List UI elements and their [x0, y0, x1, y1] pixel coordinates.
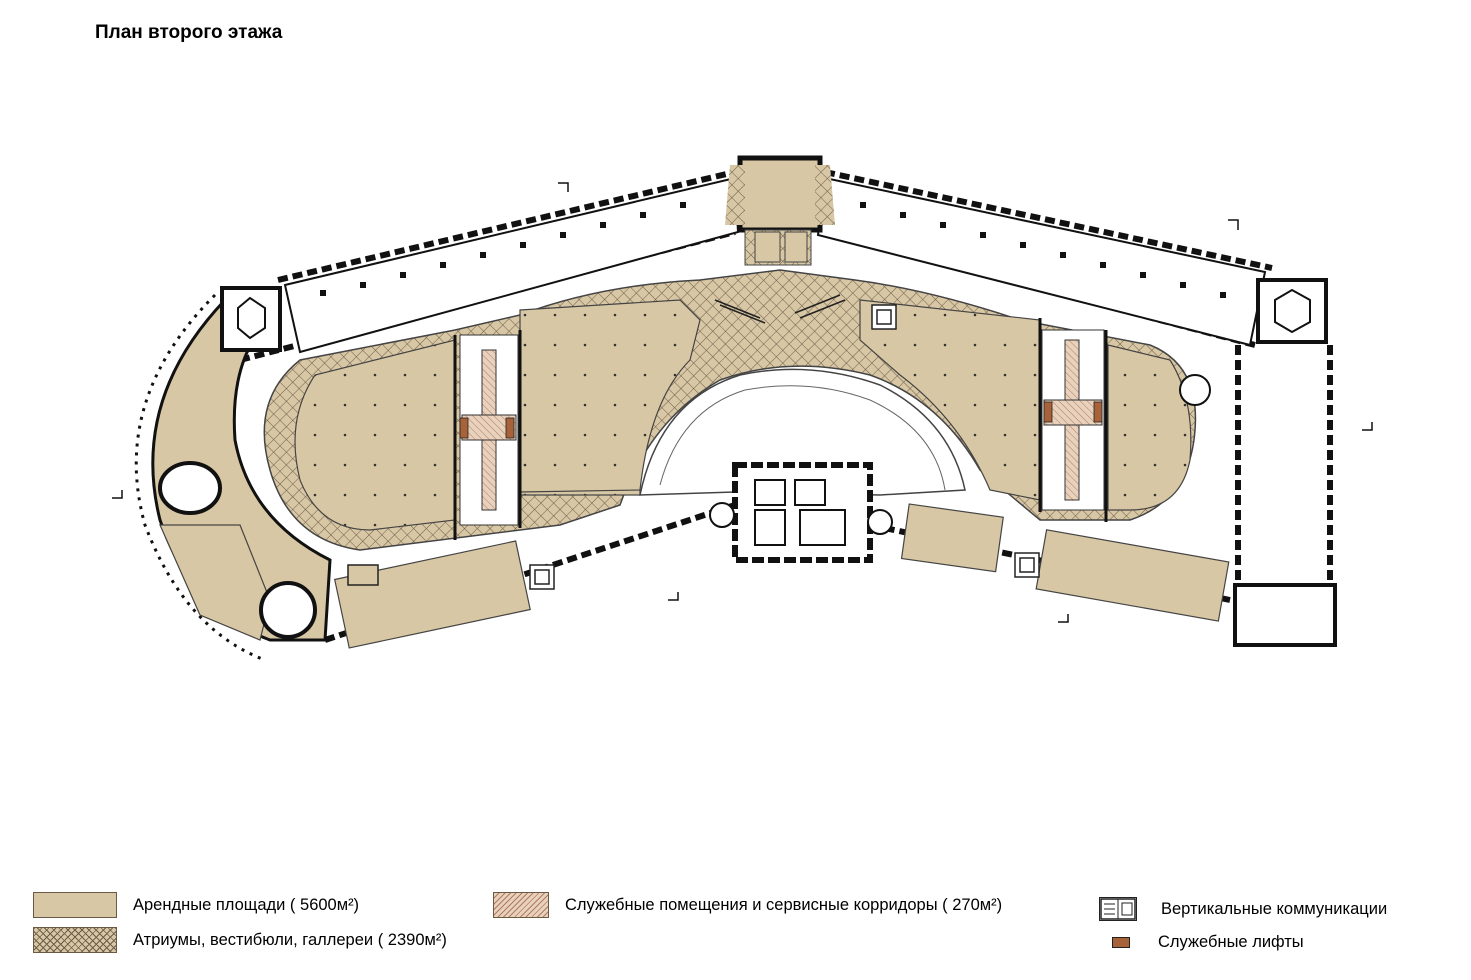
inner-courtyard	[639, 368, 966, 496]
legend-lifts-label: Служебные лифты	[1158, 933, 1304, 951]
legend-lifts: Служебные лифты	[1112, 933, 1304, 952]
atrium-swatch	[33, 927, 117, 953]
lift-swatch	[1112, 937, 1130, 948]
service-swatch	[493, 892, 549, 918]
core-walls	[453, 318, 1108, 540]
vertical-communications	[347, 304, 1040, 590]
rental-swatch	[33, 892, 117, 918]
vertical-comm-icon	[1099, 897, 1137, 921]
legend-vertical: Вертикальные коммуникации	[1099, 897, 1387, 921]
floor-plan	[112, 155, 1373, 662]
legend-rental-label: Арендные площади ( 5600м²)	[133, 895, 360, 914]
legend-vertical-label: Вертикальные коммуникации	[1161, 899, 1388, 918]
legend-rental: Арендные площади ( 5600м²)	[33, 892, 359, 918]
left-towers	[158, 286, 317, 639]
right-towers	[1179, 278, 1337, 647]
plan-title: План второго этажа	[95, 22, 283, 43]
section-markers	[112, 182, 1373, 623]
legend-service: Служебные помещения и сервисные корридор…	[493, 892, 1002, 918]
legend-atriums-label: Атриумы, вестибюли, галлереи ( 2390м²)	[133, 930, 447, 949]
escalators	[714, 294, 846, 324]
legend-service-label: Служебные помещения и сервисные корридор…	[565, 895, 1003, 914]
central-tower	[725, 155, 835, 266]
service-lifts	[459, 401, 1103, 439]
gallery-columns	[320, 202, 1226, 298]
rental-areas	[159, 299, 1230, 649]
legend-atriums: Атриумы, вестибюли, галлереи ( 2390м²)	[33, 927, 447, 953]
central-lower-block	[709, 462, 893, 563]
